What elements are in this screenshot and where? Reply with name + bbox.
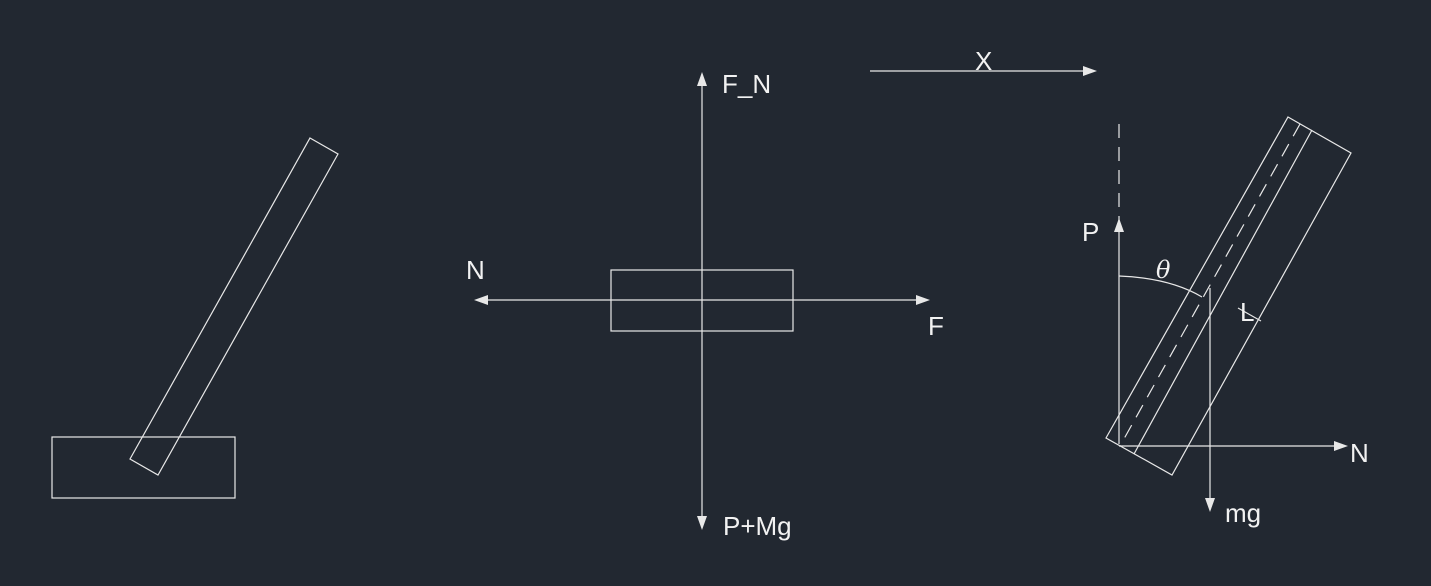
pmg-arrowhead: [697, 516, 707, 530]
label-pmg: P+Mg: [723, 511, 792, 541]
x-direction-arrow: X: [870, 46, 1097, 76]
n-arrowhead: [474, 295, 488, 305]
label-p: P: [1082, 217, 1099, 247]
label-n-right: N: [1350, 438, 1369, 468]
mg-arrowhead: [1205, 498, 1215, 512]
label-n-left: N: [466, 255, 485, 285]
label-fn: F_N: [722, 69, 771, 99]
label-theta: θ: [1156, 256, 1171, 284]
f-arrowhead: [916, 295, 930, 305]
p-arrowhead: [1114, 218, 1124, 232]
n-arrowhead-right: [1334, 441, 1348, 451]
panel-rod-free-body: P θ L N mg: [1082, 116, 1369, 528]
panel-block-free-body: F_N P+Mg N F: [466, 69, 944, 541]
fn-arrowhead: [697, 72, 707, 86]
leaning-rod: [129, 137, 339, 476]
rod-centerline: [1119, 123, 1301, 447]
rod-outline: [1105, 116, 1352, 476]
length-tick: [1237, 307, 1262, 322]
label-mg: mg: [1225, 498, 1261, 528]
theta-arc: [1118, 275, 1203, 298]
x-arrowhead: [1083, 66, 1097, 76]
panel-rod-on-block: [51, 137, 339, 499]
rod-inner-edge: [1133, 129, 1313, 455]
label-l: L: [1240, 297, 1254, 327]
label-f: F: [928, 311, 944, 341]
label-x: X: [975, 46, 992, 76]
base-block: [51, 436, 236, 499]
